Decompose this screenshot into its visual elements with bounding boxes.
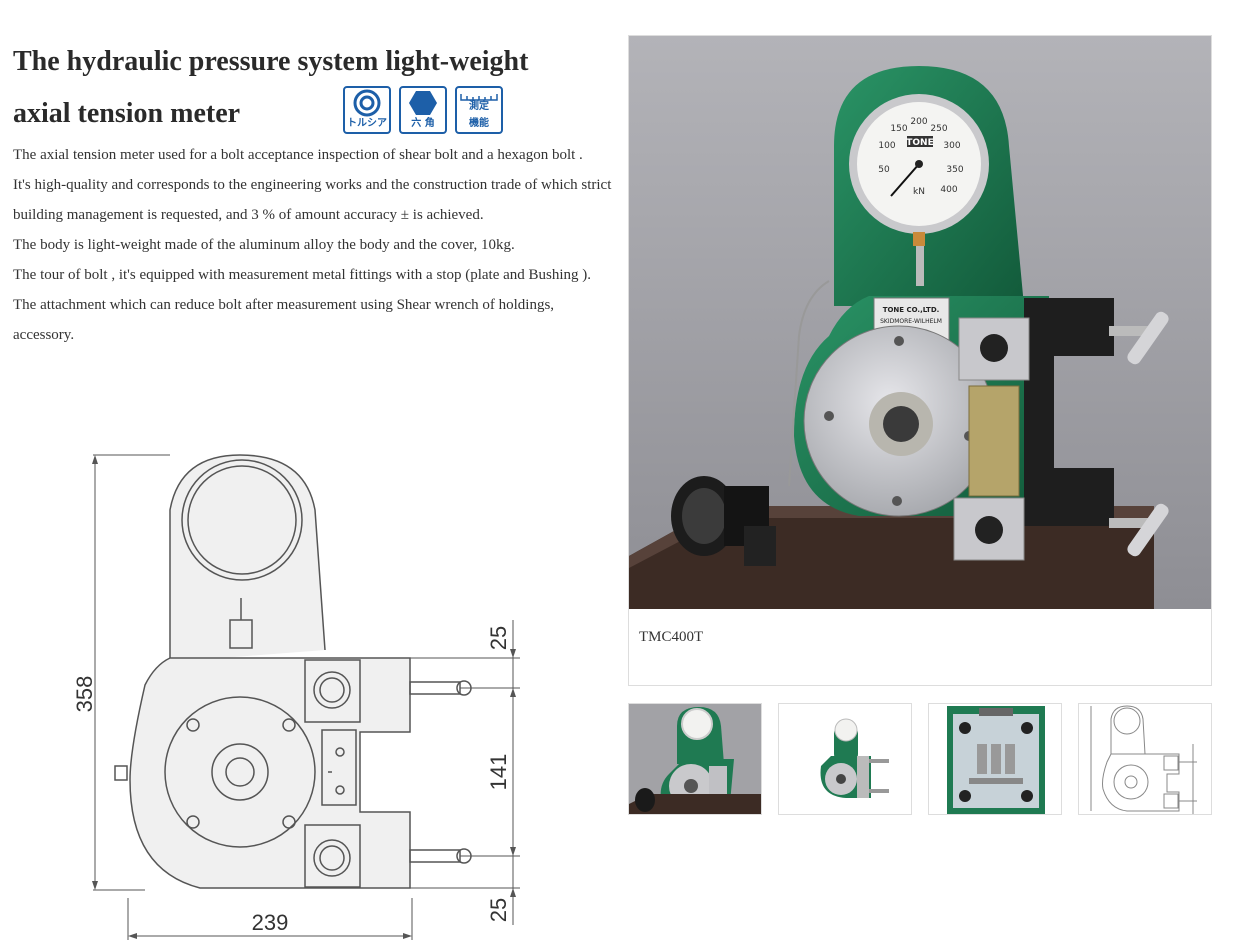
dim-bottom-label: 25 — [486, 898, 511, 922]
product-description: The axial tension meter used for a bolt … — [13, 140, 613, 350]
thumbnail-photo-front[interactable] — [778, 703, 912, 815]
main-product-photo[interactable]: 50 100 150 200 250 300 350 400 kN TONE T… — [629, 36, 1211, 609]
gauge-tick: 150 — [890, 124, 907, 134]
badge-hexagon: 六 角 — [399, 86, 447, 134]
feature-badges: トルシア 六 角 測定 機能 — [343, 86, 503, 134]
hexagon-icon — [401, 88, 445, 118]
gauge-tick: 100 — [878, 141, 895, 151]
product-info: The hydraulic pressure system light-weig… — [13, 36, 613, 350]
gauge-unit: kN — [913, 187, 925, 197]
gauge-tick: 50 — [878, 165, 890, 175]
badge-measure: 測定 機能 — [455, 86, 503, 134]
badge-measure-label: 機能 — [469, 118, 489, 129]
main-product-panel: 50 100 150 200 250 300 350 400 kN TONE T… — [628, 35, 1212, 686]
product-title-line1: The hydraulic pressure system light-weig… — [13, 46, 529, 77]
gauge-tick: 350 — [946, 165, 963, 175]
thumbnail-strip — [628, 703, 1213, 815]
gauge-tick: 200 — [910, 117, 927, 127]
product-title: The hydraulic pressure system light-weig… — [13, 36, 613, 140]
dim-width-label: 239 — [252, 910, 289, 935]
plate-line2: SKIDMORE-WILHELM — [880, 318, 942, 325]
badge-torcia-label: トルシア — [347, 118, 387, 129]
badge-measure-top: 測定 — [469, 101, 489, 112]
description-paragraph: The tour of bolt , it's equipped with me… — [13, 267, 592, 283]
torcia-nut-icon — [345, 88, 389, 118]
thumbnail-photo-closeup[interactable] — [628, 703, 762, 815]
thumbnail-photo-case[interactable] — [928, 703, 1062, 815]
plate-line1: TONE CO.,LTD. — [883, 306, 940, 314]
description-paragraph: It's high-quality and corresponds to the… — [13, 177, 612, 223]
dim-height-label: 358 — [72, 676, 97, 713]
gauge-tick: 300 — [943, 141, 960, 151]
description-paragraph: The axial tension meter used for a bolt … — [13, 147, 583, 163]
gauge-brand: TONE — [906, 138, 933, 148]
product-model-caption: TMC400T — [639, 629, 704, 645]
dim-top-label: 25 — [486, 626, 511, 650]
badge-hexagon-label: 六 角 — [411, 118, 435, 129]
gauge-tick: 400 — [940, 185, 957, 195]
dimension-drawing-svg: 358 239 25 141 25 — [72, 454, 520, 940]
dimension-drawing: 358 239 25 141 25 — [60, 450, 560, 944]
description-paragraph: The attachment which can reduce bolt aft… — [13, 297, 555, 343]
badge-torcia: トルシア — [343, 86, 391, 134]
measure-function-icon: 測定 — [457, 88, 501, 118]
description-paragraph: The body is light-weight made of the alu… — [13, 237, 515, 253]
gauge-tick: 250 — [930, 124, 947, 134]
dim-middle-label: 141 — [486, 754, 511, 791]
product-title-line2: axial tension meter — [13, 98, 241, 129]
thumbnail-dimension-drawing[interactable] — [1078, 703, 1212, 815]
